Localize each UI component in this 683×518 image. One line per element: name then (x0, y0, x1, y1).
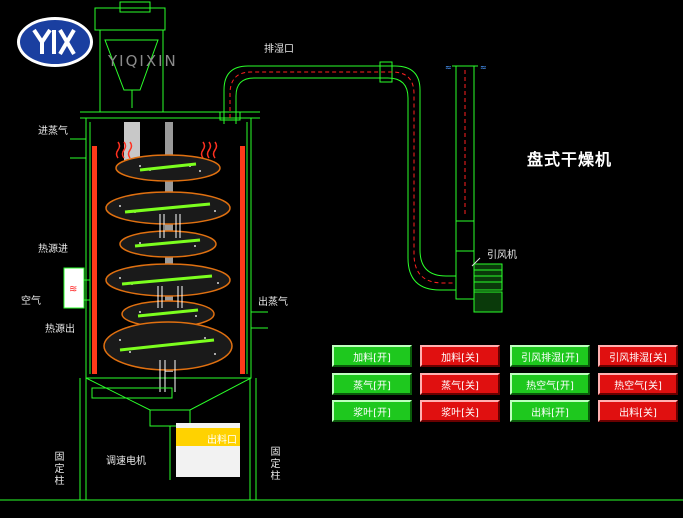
discharge-on-button[interactable]: 出料[开] (510, 400, 590, 422)
paddle-on-button[interactable]: 浆叶[开] (332, 400, 412, 422)
heat-exchanger (63, 267, 90, 309)
air-label: 空气 (21, 296, 41, 307)
speed-motor-label: 调速电机 (106, 456, 146, 467)
exhaust-fan-off-button[interactable]: 引风排湿[关] (598, 345, 678, 367)
svg-text:≈: ≈ (445, 63, 452, 72)
exhaust-duct (219, 61, 456, 291)
fan-motor (473, 263, 503, 313)
fixed-post-right-label: 固定柱 (270, 447, 281, 482)
drying-trays (103, 154, 233, 371)
feed-on-button[interactable]: 加料[开] (332, 345, 412, 367)
heater-left (92, 146, 97, 374)
induced-fan-label: 引风机 (487, 250, 517, 261)
falling-material (157, 214, 183, 392)
steam-wisps (115, 141, 218, 159)
heat-in-label: 热源进 (38, 244, 68, 255)
fixed-post-left-label: 固定柱 (54, 452, 65, 487)
logo-icon (17, 17, 93, 67)
hot-air-on-button[interactable]: 热空气[开] (510, 373, 590, 395)
feed-off-button[interactable]: 加料[关] (420, 345, 500, 367)
discharge-frame (91, 387, 191, 480)
heat-out-label: 热源出 (45, 324, 75, 335)
feed-column (124, 122, 140, 162)
discharge-off-button[interactable]: 出料[关] (598, 400, 678, 422)
leader-lines (471, 257, 481, 267)
heater-right (240, 146, 245, 374)
steam-in-label: 进蒸气 (38, 126, 68, 137)
paddle-off-button[interactable]: 浆叶[关] (420, 400, 500, 422)
steam-on-button[interactable]: 蒸气[开] (332, 373, 412, 395)
discharge-bin-top (176, 428, 240, 446)
steam-off-button[interactable]: 蒸气[关] (420, 373, 500, 395)
paddle-arms (119, 162, 215, 352)
company-logo (16, 16, 94, 72)
exhaust-flow-line (229, 71, 456, 284)
page-title: 盘式干燥机 (527, 150, 613, 169)
exhaust-fan-on-button[interactable]: 引风排湿[开] (510, 345, 590, 367)
hot-air-off-button[interactable]: 热空气[关] (598, 373, 678, 395)
exhaust-port-label: 排湿口 (264, 44, 294, 55)
discharge-label: 出料口 (207, 435, 237, 446)
logo-text: YIQIXIN (108, 52, 178, 70)
svg-text:≈: ≈ (480, 63, 487, 72)
steam-out-label: 出蒸气 (258, 297, 288, 308)
svg-text:≋: ≋ (69, 284, 77, 295)
